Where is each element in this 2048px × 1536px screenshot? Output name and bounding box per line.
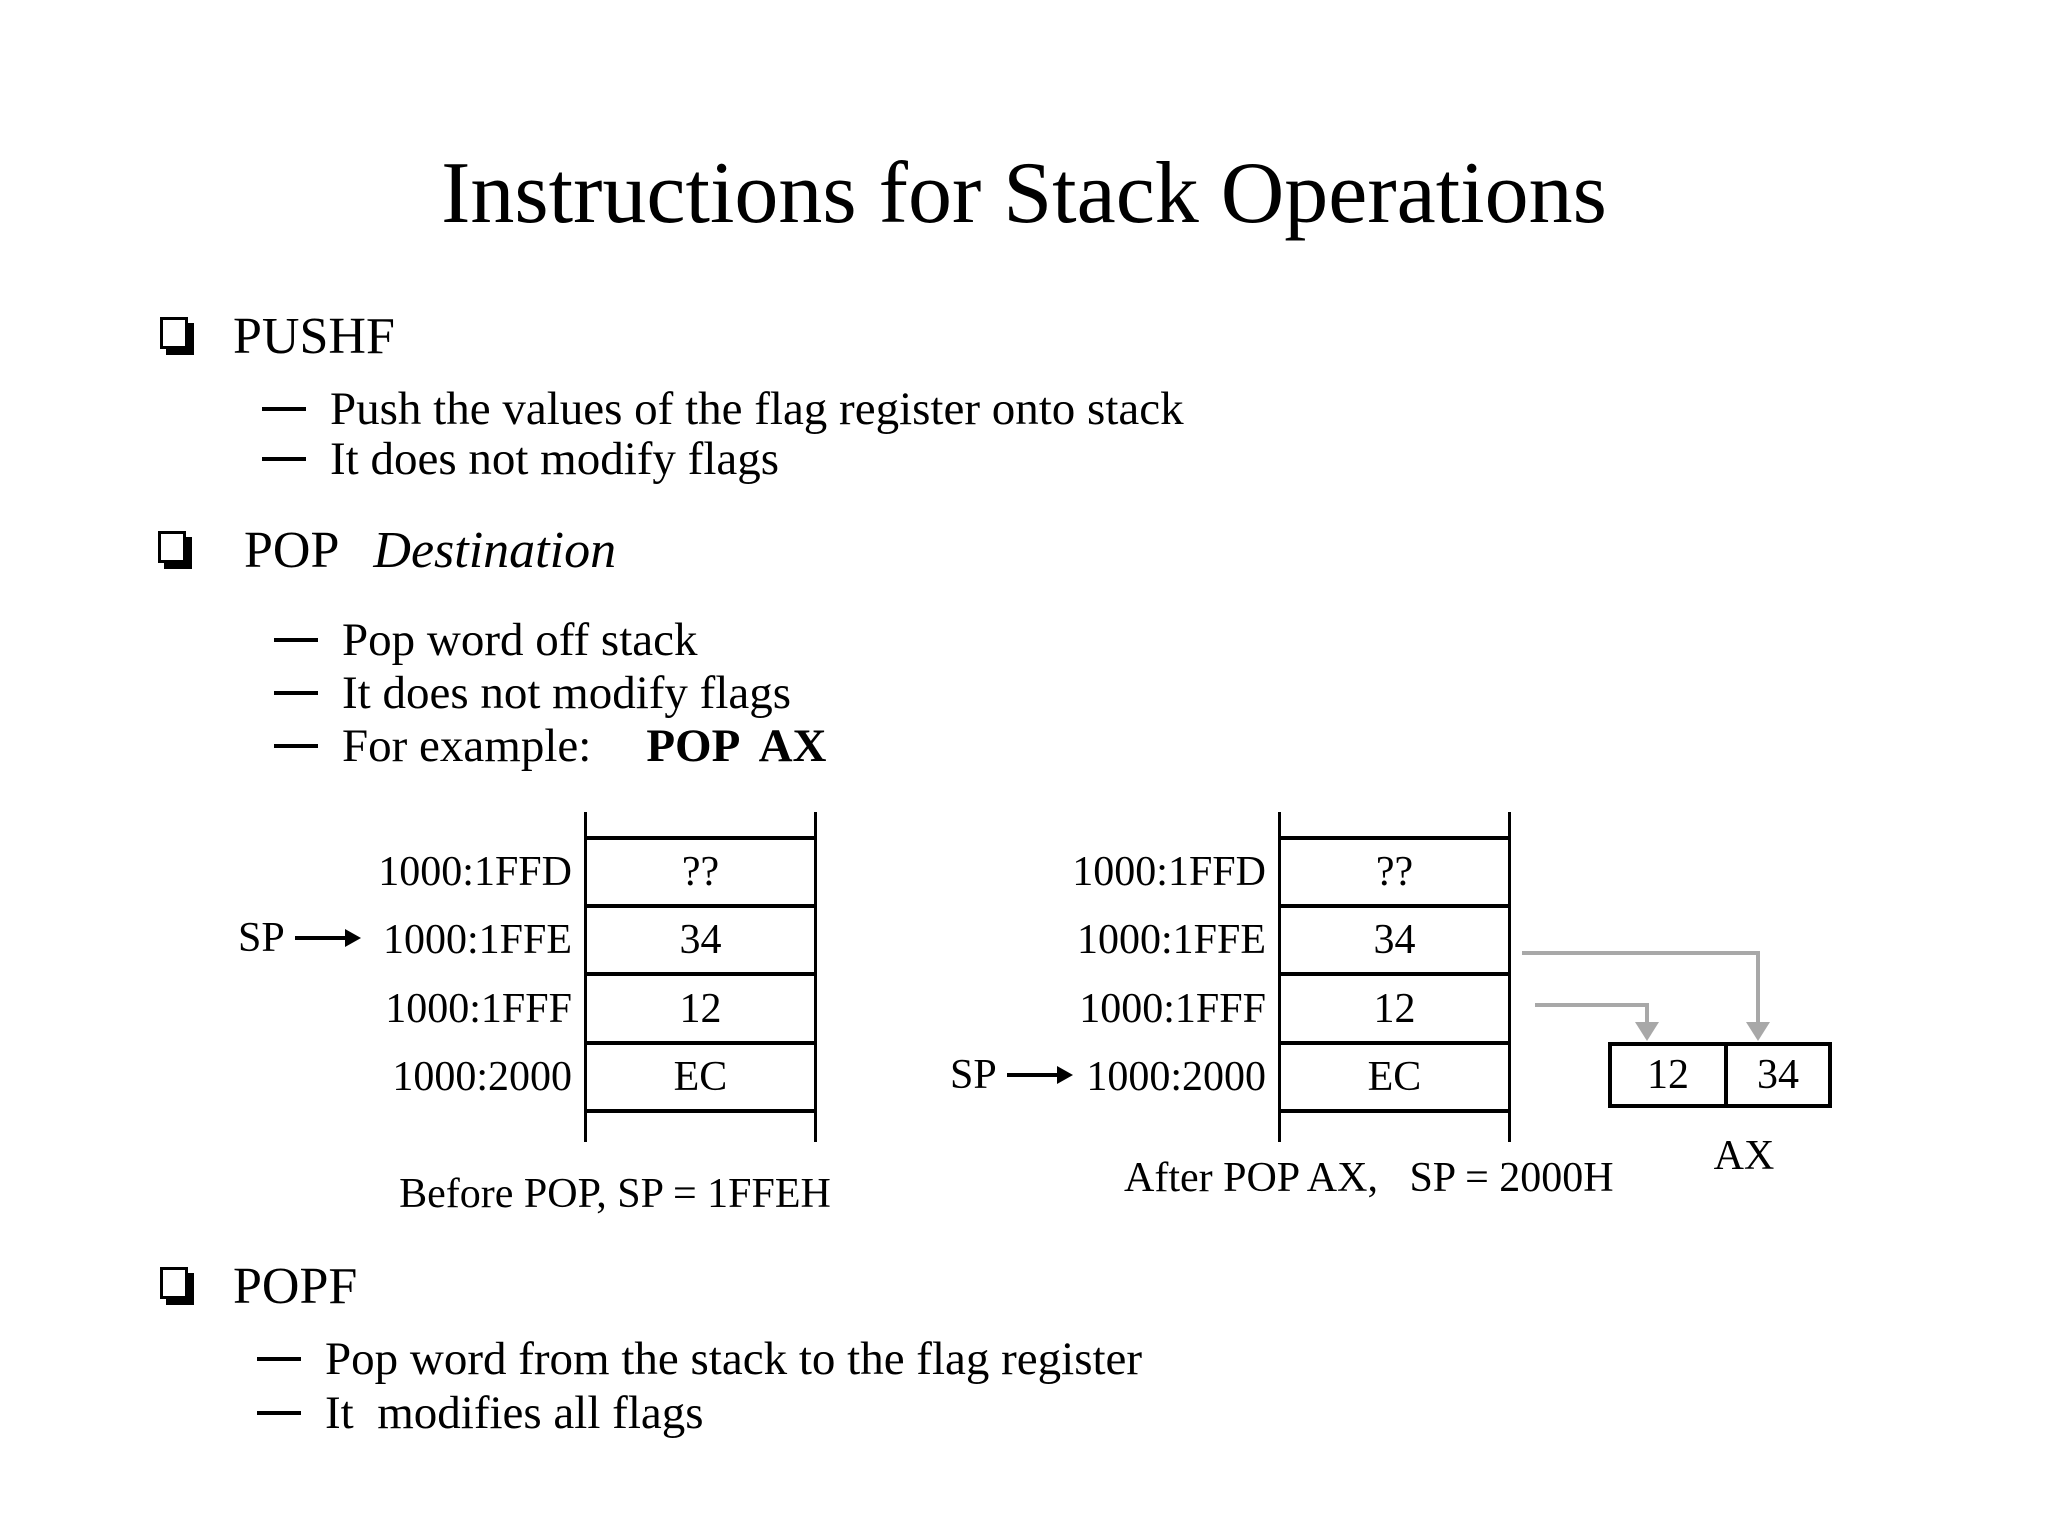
sp-arrow-icon — [294, 936, 345, 940]
memory-address: 1000:1FFF — [1079, 985, 1266, 1032]
memory-address: 1000:1FFD — [1072, 849, 1266, 896]
pop-operand: Destination — [373, 521, 617, 579]
pushf-label: PUSHF — [233, 307, 395, 365]
memory-value: ?? — [681, 849, 720, 896]
ax-high-byte: 12 — [1612, 1046, 1728, 1104]
pop-example-prefix: For example: — [342, 720, 592, 772]
bullet-row-pushf: PUSHF — [160, 307, 395, 365]
stack-gridline — [584, 1109, 817, 1113]
memory-value: EC — [1367, 1053, 1422, 1100]
stack-row: 1000:1FFE 34 — [1064, 906, 1511, 974]
stack-gridline — [1278, 1041, 1511, 1045]
stack-gridline — [1278, 972, 1511, 976]
dash-bullet-icon — [257, 1411, 301, 1415]
dash-bullet-icon — [274, 638, 318, 642]
stack-gridline — [584, 972, 817, 976]
stack-row: 1000:2000 EC — [1064, 1043, 1511, 1111]
pop-keyword: POP — [244, 521, 340, 579]
memory-address: 1000:2000 — [1086, 1053, 1266, 1100]
bullet-row-pop: POP Destination — [158, 521, 617, 579]
ax-register-label: AX — [1713, 1133, 1775, 1179]
sp-pointer: SP — [238, 914, 361, 962]
stack-row: 1000:1FFD ?? — [1064, 838, 1511, 906]
memory-address: 1000:1FFE — [1076, 917, 1266, 964]
stack-gridline — [1278, 904, 1511, 908]
memory-address: 1000:1FFD — [378, 849, 572, 896]
ax-low-byte: 34 — [1757, 1052, 1799, 1098]
memory-address: 1000:1FFE — [382, 917, 572, 964]
popf-item-2-text: It modifies all flags — [325, 1387, 704, 1439]
dash-bullet-icon — [262, 457, 306, 461]
stack-diagram-after: 1000:1FFD ?? 1000:1FFE 34 1000:1FFF 12 1… — [950, 812, 1614, 1242]
pop-example-line: For example: POP AX — [274, 719, 827, 773]
memory-value: 34 — [1373, 917, 1416, 964]
transfer-arrow-low-byte — [1522, 951, 1760, 955]
dash-bullet-icon — [274, 744, 318, 748]
pop-item-2-text: It does not modify flags — [342, 667, 792, 719]
transfer-arrowhead-icon — [1635, 1022, 1659, 1041]
square-bullet-icon — [158, 531, 186, 563]
stack-row: 1000:2000 EC — [370, 1043, 817, 1111]
square-bullet-icon — [160, 317, 188, 349]
dash-bullet-icon — [257, 1357, 301, 1361]
sp-arrowhead-icon — [344, 929, 361, 947]
stack-gridline — [584, 1041, 817, 1045]
memory-address: 1000:2000 — [392, 1053, 572, 1100]
stack-gridline — [584, 904, 817, 908]
stack-row: 1000:1FFE 34 — [370, 906, 817, 974]
stack-row: 1000:1FFF 12 — [370, 975, 817, 1043]
pop-item-1: Pop word off stack — [274, 613, 698, 667]
memory-address: 1000:1FFF — [385, 985, 572, 1032]
memory-value: EC — [673, 1053, 728, 1100]
popf-item-2: It modifies all flags — [257, 1386, 704, 1440]
memory-value: 12 — [1373, 985, 1416, 1032]
sp-arrowhead-icon — [1056, 1066, 1073, 1084]
sp-label: SP — [238, 915, 285, 961]
transfer-arrowhead-icon — [1746, 1022, 1770, 1041]
sp-arrow-icon — [1006, 1073, 1057, 1077]
stack-diagram-before: 1000:1FFD ?? 1000:1FFE 34 1000:1FFF 12 1… — [238, 812, 831, 1242]
stack-row: 1000:1FFD ?? — [370, 838, 817, 906]
transfer-arrow-high-byte — [1535, 1003, 1647, 1007]
memory-value: 34 — [679, 917, 722, 964]
bullet-row-popf: POPF — [160, 1257, 358, 1315]
memory-value: 12 — [679, 985, 722, 1032]
pop-item-2: It does not modify flags — [274, 666, 791, 720]
square-bullet-icon — [160, 1267, 188, 1299]
pushf-item-2: It does not modify flags — [262, 432, 779, 486]
stack-right-rail — [1508, 812, 1511, 1142]
transfer-arrow-low-byte — [1756, 951, 1760, 1025]
pushf-item-2-text: It does not modify flags — [330, 433, 780, 485]
stack-row: 1000:1FFF 12 — [1064, 975, 1511, 1043]
page-title: Instructions for Stack Operations — [441, 145, 1607, 242]
pushf-item-1: Push the values of the flag register ont… — [262, 382, 1184, 436]
dash-bullet-icon — [262, 407, 306, 411]
stack-left-rail — [1278, 812, 1281, 1142]
stack-caption-before: Before POP, SP = 1FFEH — [399, 1171, 831, 1217]
stack-left-rail — [584, 812, 587, 1142]
stack-gridline — [1278, 1109, 1511, 1113]
stack-caption-after: After POP AX, SP = 2000H — [1124, 1155, 1614, 1201]
pushf-item-1-text: Push the values of the flag register ont… — [330, 383, 1184, 435]
pop-item-1-text: Pop word off stack — [342, 614, 698, 666]
sp-pointer: SP — [950, 1051, 1073, 1099]
pop-example-code: POP AX — [646, 720, 827, 772]
popf-item-1: Pop word from the stack to the flag regi… — [257, 1332, 1142, 1386]
popf-item-1-text: Pop word from the stack to the flag regi… — [325, 1333, 1143, 1385]
sp-label: SP — [950, 1052, 997, 1098]
stack-gridline — [1278, 836, 1511, 840]
transfer-arrow-high-byte — [1645, 1003, 1649, 1025]
stack-gridline — [584, 836, 817, 840]
dash-bullet-icon — [274, 691, 318, 695]
ax-register-box: 12 34 — [1608, 1042, 1832, 1108]
memory-value: ?? — [1375, 849, 1414, 896]
stack-right-rail — [814, 812, 817, 1142]
popf-label: POPF — [233, 1257, 358, 1315]
